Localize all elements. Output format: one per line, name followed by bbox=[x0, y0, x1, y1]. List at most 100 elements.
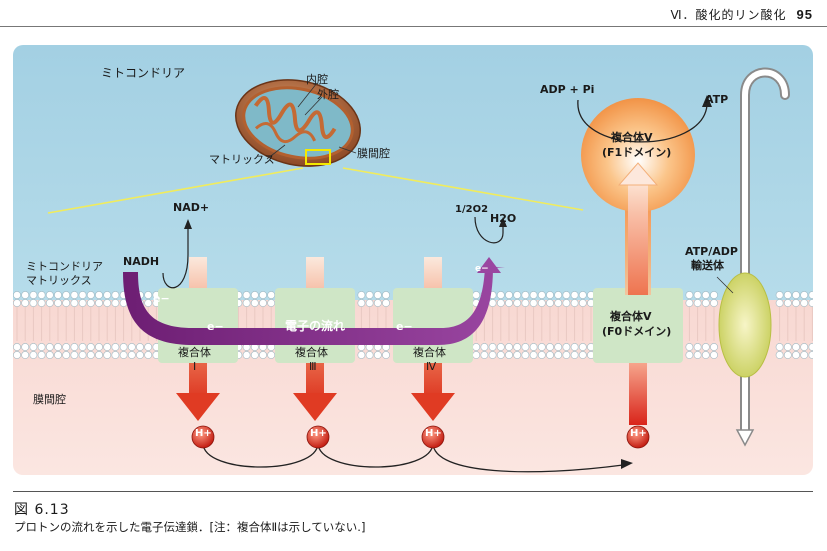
membrane-lipid-head bbox=[578, 291, 587, 299]
pump-arrowhead-3 bbox=[411, 393, 455, 421]
membrane-lipid-head bbox=[800, 291, 809, 299]
membrane-lipid-head bbox=[13, 343, 21, 351]
membrane-lipid-head bbox=[562, 343, 571, 351]
proton-4-label: H+ bbox=[630, 428, 647, 439]
membrane-lipid-head bbox=[267, 291, 276, 299]
membrane-lipid-head bbox=[578, 343, 587, 351]
membrane-lipid-head bbox=[54, 343, 62, 351]
membrane-lipid-head bbox=[382, 351, 390, 359]
membrane-lipid-head bbox=[496, 299, 505, 307]
membrane-lipid-head bbox=[37, 351, 46, 359]
membrane-lipid-head bbox=[562, 299, 571, 307]
pipe-arrowhead bbox=[735, 429, 755, 447]
header-rule bbox=[0, 26, 827, 27]
membrane-lipid-head bbox=[710, 351, 718, 359]
membrane-lipid-head bbox=[78, 299, 87, 307]
membrane-lipid-head bbox=[808, 343, 813, 351]
membrane-lipid-head bbox=[693, 351, 702, 359]
membrane-lipid-head bbox=[144, 291, 153, 299]
mitochondrion-illustration bbox=[235, 79, 361, 167]
mito-matrix-label-line2: マトリックス bbox=[26, 274, 92, 287]
membrane-lipid-head bbox=[554, 343, 563, 351]
membrane-lipid-head bbox=[562, 291, 571, 299]
membrane-lipid-head bbox=[505, 351, 513, 359]
figure-number: 図 6.13 bbox=[14, 502, 70, 518]
membrane-lipid-head bbox=[365, 291, 374, 299]
page-header: Ⅵ．酸化的リン酸化 95 bbox=[670, 6, 813, 23]
membrane-lipid-head bbox=[537, 343, 546, 351]
zoom-line-left bbox=[47, 167, 304, 214]
intermembrane-region-label: 膜間腔 bbox=[33, 393, 66, 406]
membrane-lipid-head bbox=[267, 351, 276, 359]
mito-matrix-label-line1: ミトコンドリア bbox=[26, 260, 103, 273]
membrane-lipid-head bbox=[800, 343, 809, 351]
membrane-lipid-head bbox=[103, 343, 112, 351]
membrane-lipid-head bbox=[792, 299, 800, 307]
membrane-lipid-head bbox=[144, 299, 153, 307]
membrane-lipid-head bbox=[95, 299, 103, 307]
membrane-lipid-head bbox=[45, 299, 54, 307]
membrane-lipid-head bbox=[267, 299, 276, 307]
membrane-lipid-head bbox=[529, 291, 538, 299]
nadh-label: NADH bbox=[123, 255, 160, 268]
membrane-lipid-head bbox=[792, 351, 800, 359]
membrane-lipid-head bbox=[480, 351, 489, 359]
membrane-lipid-head bbox=[546, 351, 554, 359]
membrane-lipid-head bbox=[693, 343, 702, 351]
membrane-lipid-head bbox=[119, 343, 128, 351]
membrane-lipid-head bbox=[373, 291, 382, 299]
membrane-lipid-head bbox=[37, 299, 46, 307]
complex-IV-numeral: Ⅳ bbox=[426, 360, 437, 373]
membrane-lipid-head bbox=[529, 351, 538, 359]
membrane-lipid-head bbox=[808, 351, 813, 359]
membrane-lipid-head bbox=[546, 291, 554, 299]
complex-V-F0-line1: 複合体Ⅴ bbox=[610, 310, 652, 323]
electron-label-2: e− bbox=[207, 320, 224, 333]
membrane-lipid-head bbox=[13, 291, 21, 299]
membrane-lipid-head bbox=[78, 351, 87, 359]
membrane-lipid-head bbox=[86, 351, 95, 359]
membrane-lipid-head bbox=[710, 299, 718, 307]
o2-to-h2o-arrow bbox=[474, 216, 504, 244]
pump-arrowhead-2 bbox=[293, 393, 337, 421]
membrane-lipid-head bbox=[95, 291, 103, 299]
membrane-lipid-head bbox=[570, 299, 579, 307]
membrane-lipid-head bbox=[119, 351, 128, 359]
membrane-lipid-head bbox=[800, 351, 809, 359]
membrane-lipid-head bbox=[554, 299, 563, 307]
complex-III-name: 複合体 bbox=[295, 346, 328, 359]
membrane-lipid-head bbox=[259, 351, 267, 359]
page-number: 95 bbox=[796, 7, 813, 22]
membrane-lipid-head bbox=[54, 291, 62, 299]
membrane-lipid-head bbox=[808, 291, 813, 299]
membrane-lipid-head bbox=[578, 351, 587, 359]
pump-arrowhead-1 bbox=[176, 393, 220, 421]
membrane-lipid-head bbox=[685, 351, 694, 359]
membrane-lipid-head bbox=[505, 291, 513, 299]
membrane-lipid-head bbox=[54, 299, 62, 307]
membrane-lipid-head bbox=[562, 351, 571, 359]
proton-4 bbox=[626, 425, 650, 449]
section-title: Ⅵ．酸化的リン酸化 bbox=[670, 8, 787, 22]
membrane-lipid-head bbox=[86, 291, 95, 299]
membrane-lipid-head bbox=[488, 299, 497, 307]
membrane-lipid-head bbox=[365, 299, 374, 307]
membrane-lipid-head bbox=[701, 299, 710, 307]
membrane-lipid-head bbox=[701, 351, 710, 359]
membrane-lipid-head bbox=[29, 343, 38, 351]
membrane-lipid-head bbox=[13, 351, 21, 359]
complex-III-numeral: Ⅲ bbox=[309, 360, 317, 373]
membrane-lipid-head bbox=[21, 291, 30, 299]
membrane-lipid-head bbox=[29, 351, 38, 359]
matrix-label: マトリックス bbox=[209, 153, 275, 166]
membrane-lipid-head bbox=[570, 351, 579, 359]
membrane-lipid-head bbox=[250, 291, 259, 299]
membrane-lipid-head bbox=[496, 351, 505, 359]
membrane-lipid-head bbox=[21, 299, 30, 307]
complex-V-F0-body bbox=[593, 288, 683, 363]
membrane-lipid-head bbox=[521, 299, 530, 307]
membrane-lipid-head bbox=[242, 299, 251, 307]
membrane-lipid-head bbox=[775, 351, 784, 359]
complex-V-F1-line1: 複合体Ⅴ bbox=[611, 131, 653, 144]
proton-3-label: H+ bbox=[425, 428, 442, 439]
